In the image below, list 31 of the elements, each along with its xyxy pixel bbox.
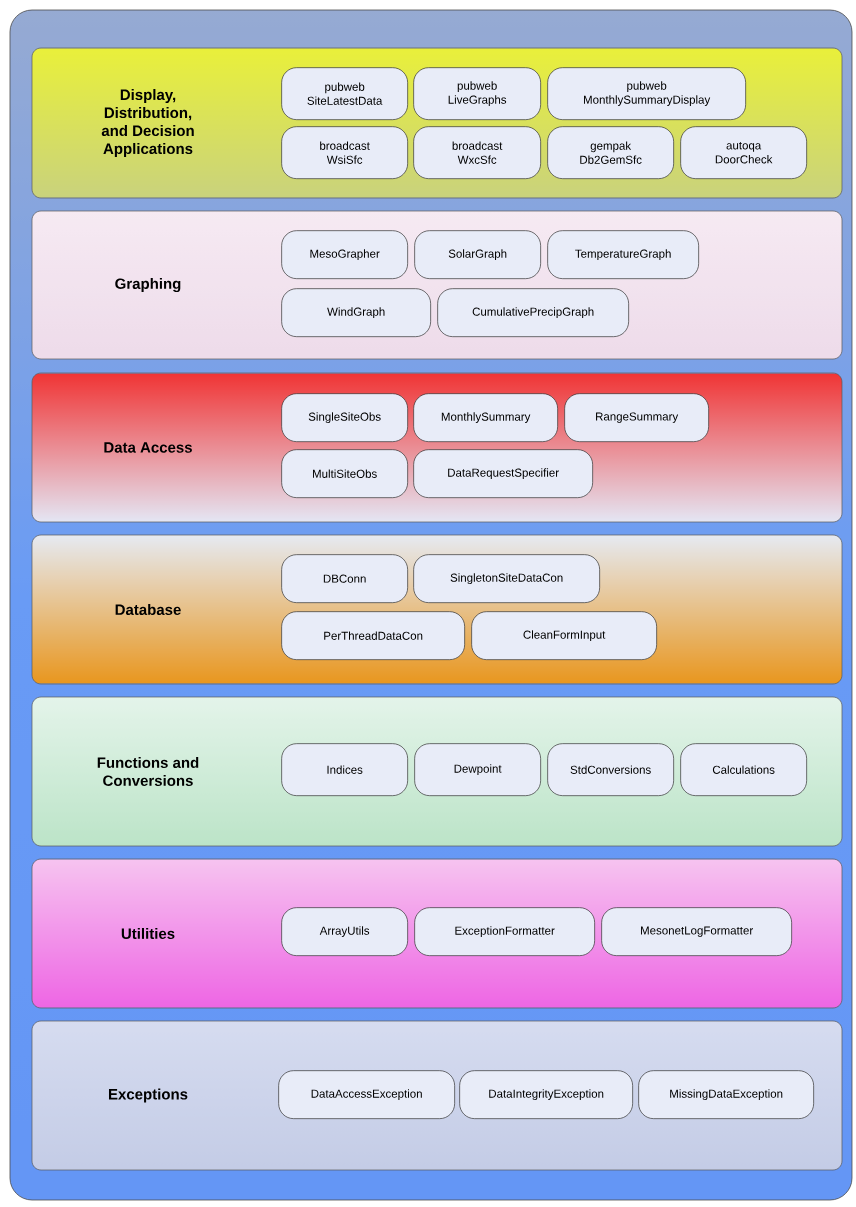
- class-box: DataIntegrityException: [459, 1070, 633, 1119]
- class-box: WindGraph: [281, 288, 431, 337]
- class-box: MultiSiteObs: [281, 449, 408, 498]
- class-box: broadcast WxcSfc: [413, 126, 541, 179]
- class-box: MesonetLogFormatter: [601, 907, 792, 956]
- class-box: MonthlySummary: [413, 393, 558, 442]
- class-box: Calculations: [680, 743, 807, 796]
- class-box: CleanFormInput: [471, 611, 657, 660]
- class-box: SingleSiteObs: [281, 393, 408, 442]
- class-box: pubweb SiteLatestData: [281, 67, 408, 120]
- class-box: ArrayUtils: [281, 907, 408, 956]
- class-box: DBConn: [281, 554, 408, 603]
- class-box: pubweb MonthlySummaryDisplay: [547, 67, 746, 120]
- class-box: MissingDataException: [638, 1070, 814, 1119]
- class-box: SingletonSiteDataCon: [413, 554, 600, 603]
- class-box: RangeSummary: [564, 393, 709, 442]
- class-box: DataRequestSpecifier: [413, 449, 593, 498]
- class-box: MesoGrapher: [281, 230, 408, 279]
- class-box: autoqa DoorCheck: [680, 126, 807, 179]
- class-box: CumulativePrecipGraph: [437, 288, 629, 337]
- class-box: SolarGraph: [414, 230, 541, 279]
- class-box: Indices: [281, 743, 408, 796]
- class-box: TemperatureGraph: [547, 230, 699, 279]
- class-box: ExceptionFormatter: [414, 907, 595, 956]
- class-box: StdConversions: [547, 743, 674, 796]
- class-box: gempak Db2GemSfc: [547, 126, 674, 179]
- class-box: pubweb LiveGraphs: [413, 67, 541, 120]
- class-box: PerThreadDataCon: [281, 611, 465, 660]
- class-box: Dewpoint: [414, 743, 541, 796]
- class-box: DataAccessException: [278, 1070, 455, 1119]
- class-box: broadcast WsiSfc: [281, 126, 408, 179]
